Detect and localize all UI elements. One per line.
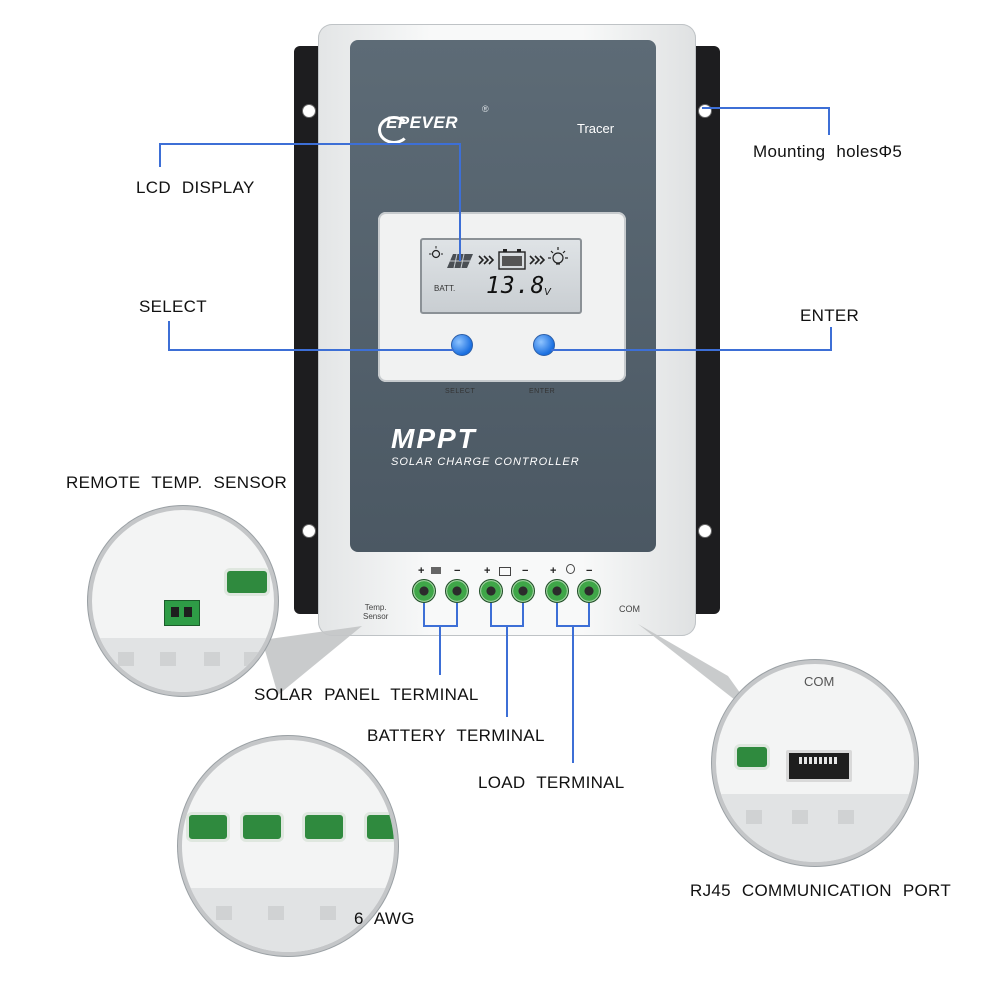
leader-line [828, 107, 830, 135]
terminal-slot [364, 812, 394, 842]
zoom-wire-terminals [178, 736, 398, 956]
leader-line [551, 349, 832, 351]
callout-enter: ENTER [800, 306, 860, 325]
leader-line [168, 321, 170, 351]
mounting-hole-bottom-right [698, 524, 712, 538]
load-positive-terminal[interactable] [545, 579, 569, 603]
battery-negative-terminal[interactable] [511, 579, 535, 603]
model-name: Tracer [577, 121, 615, 136]
callout-battery-terminal: BATTERY TERMINAL [367, 726, 545, 745]
battery-icon [498, 249, 526, 270]
terminal-slot [224, 568, 270, 596]
enter-button-caption: ENTER [529, 388, 556, 395]
rj45-socket-icon [786, 750, 852, 782]
callout-wire-gauge: 6 AWG [354, 909, 415, 928]
load-bulb-icon [566, 564, 575, 574]
leader-line [572, 625, 574, 763]
leader-line [506, 625, 508, 717]
leader-line [702, 107, 830, 109]
leader-line [159, 143, 161, 167]
callout-lcd-display: LCD DISPLAY [136, 178, 255, 197]
solar-panel-icon [431, 567, 441, 574]
zoom-com-port: COM [712, 660, 918, 866]
callout-load-terminal: LOAD TERMINAL [478, 773, 625, 792]
zoom-com-label: COM [804, 674, 835, 689]
terminal-slot [734, 744, 770, 770]
lcd-voltage-value: 13.8 [486, 273, 546, 299]
polarity-mark: − [454, 565, 461, 577]
zoom-temp-sensor [88, 506, 278, 696]
leader-line [522, 603, 524, 627]
leader-line [159, 143, 461, 145]
brand-logo-icon [378, 116, 410, 144]
registered-mark: ® [482, 104, 489, 114]
lcd-screen [420, 238, 582, 314]
mounting-hole-bottom-left [302, 524, 316, 538]
temp-sensor-connector [164, 600, 200, 626]
terminal-slot [302, 812, 346, 842]
leader-line [456, 603, 458, 627]
brand-name: EPEVER [386, 113, 458, 132]
polarity-mark: + [550, 565, 557, 577]
polarity-mark: − [522, 565, 529, 577]
callout-select: SELECT [139, 297, 207, 316]
lcd-battery-label: BATT. [434, 284, 456, 293]
leader-line [168, 349, 454, 351]
lcd-status-icons [429, 246, 568, 270]
leader-line [588, 603, 590, 627]
mounting-hole-top-left [302, 104, 316, 118]
polarity-mark: + [484, 565, 491, 577]
callout-mounting-holes: Mounting holesΦ5 [753, 142, 903, 161]
select-button[interactable] [451, 334, 473, 356]
solar-panel-icon [447, 253, 473, 269]
leader-line [490, 603, 492, 627]
polarity-mark: − [586, 565, 593, 577]
leader-line [459, 143, 461, 261]
solar-negative-terminal[interactable] [445, 579, 469, 603]
terminal-slot [240, 812, 284, 842]
terminal-slot [186, 812, 230, 842]
product-title: MPPT [391, 423, 477, 454]
com-port-label: COM [619, 604, 640, 614]
polarity-mark: + [418, 565, 425, 577]
leader-line [423, 603, 425, 627]
temp-sensor-port-label: Temp. Sensor [363, 603, 389, 621]
callout-rj45-port: RJ45 COMMUNICATION PORT [690, 881, 952, 900]
callout-solar-panel-terminal: SOLAR PANEL TERMINAL [254, 685, 479, 704]
callout-remote-temp-sensor: REMOTE TEMP. SENSOR [66, 473, 288, 492]
leader-line [830, 327, 832, 351]
select-button-caption: SELECT [445, 388, 476, 395]
battery-icon [499, 567, 511, 576]
enter-button[interactable] [533, 334, 555, 356]
flow-arrows-icon [478, 255, 495, 265]
leader-line [556, 603, 558, 627]
flow-arrows-icon [529, 255, 546, 265]
lcd-voltage-unit: V [544, 287, 551, 298]
battery-positive-terminal[interactable] [479, 579, 503, 603]
solar-positive-terminal[interactable] [412, 579, 436, 603]
sun-icon [429, 246, 443, 259]
load-negative-terminal[interactable] [577, 579, 601, 603]
load-bulb-icon [548, 247, 568, 265]
product-subtitle: SOLAR CHARGE CONTROLLER [391, 456, 580, 468]
leader-line [439, 625, 441, 675]
